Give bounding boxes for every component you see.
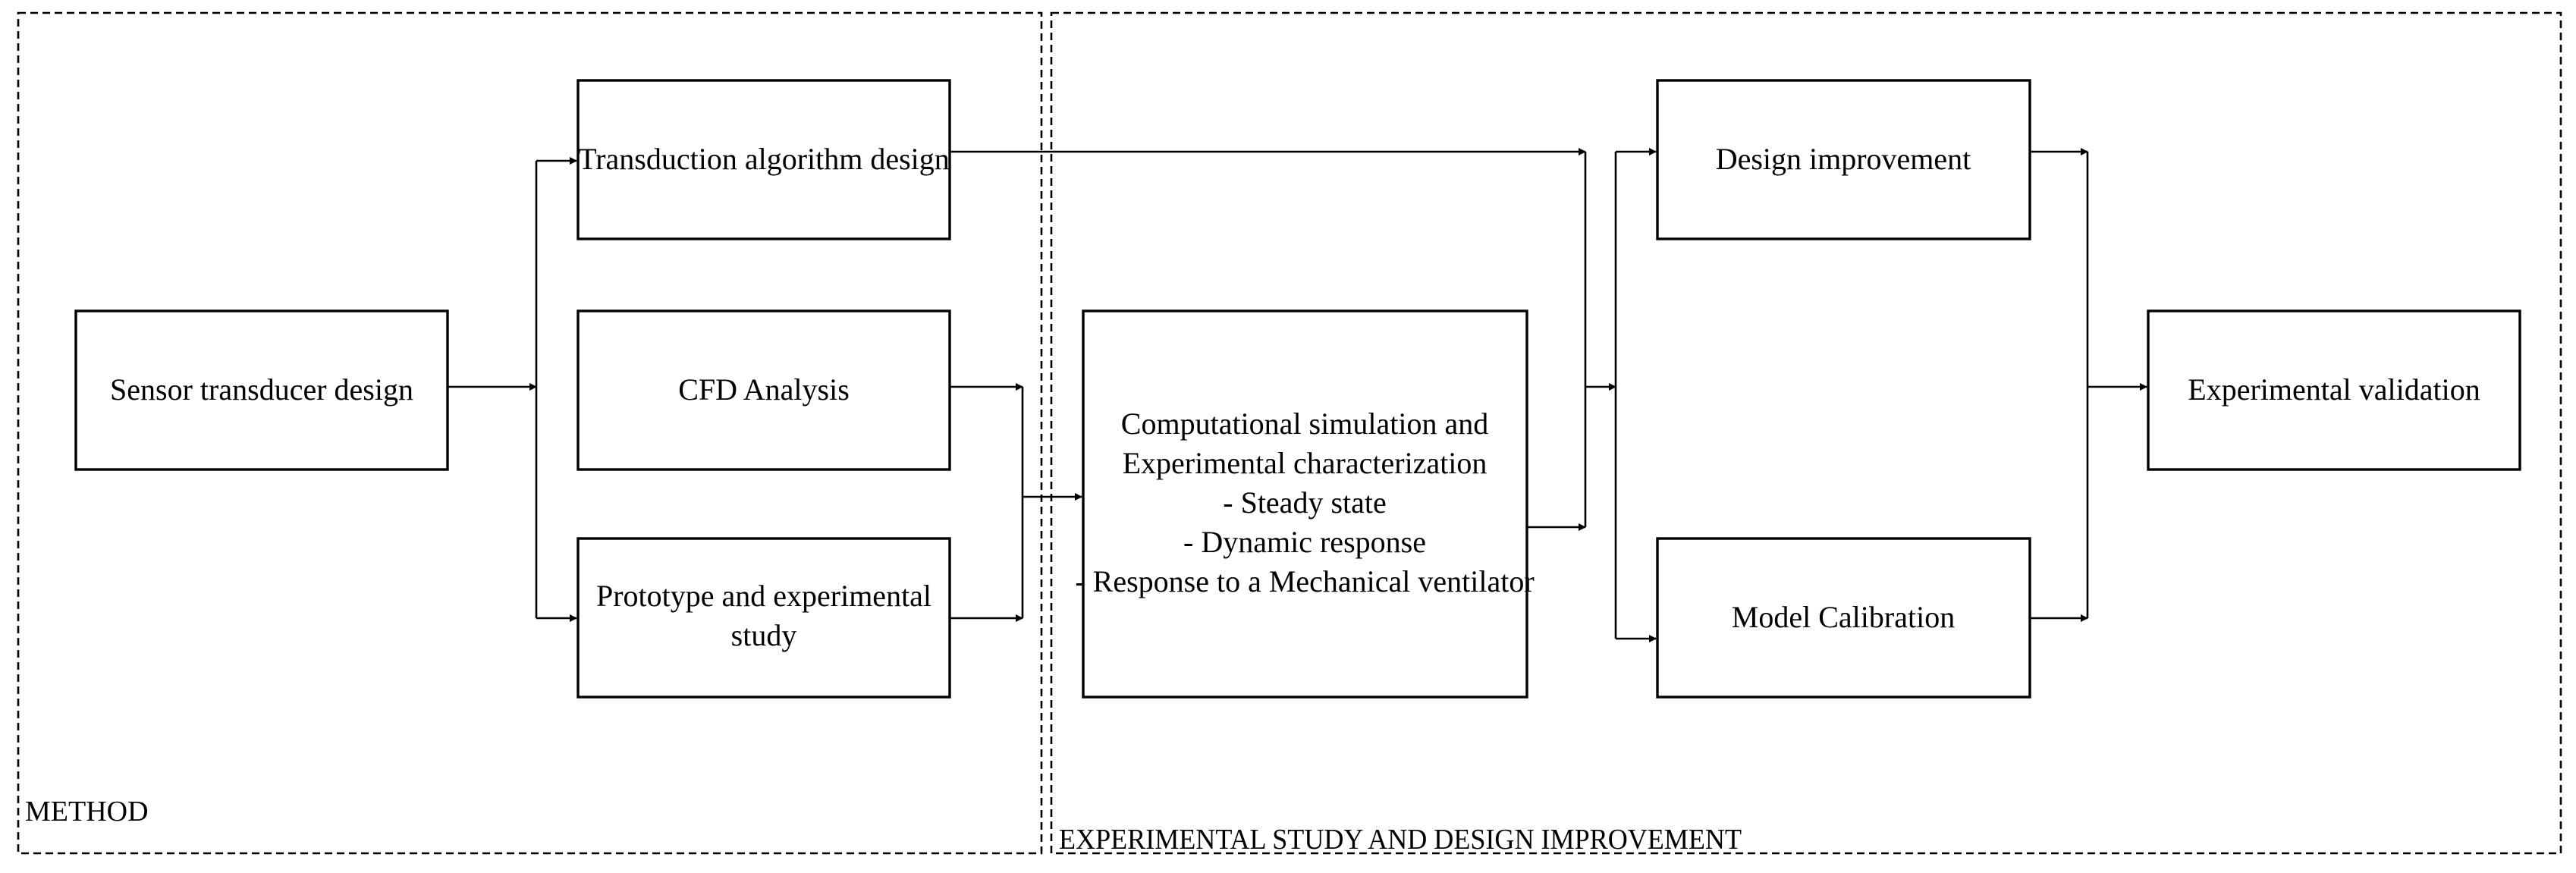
node-label-line: - Dynamic response (1183, 525, 1426, 559)
experimental-region (1050, 11, 2562, 855)
node-box (1656, 79, 2031, 240)
node-label: Model Calibration (1732, 600, 1955, 634)
node-label-line: Experimental characterization (1123, 446, 1487, 480)
node-label-line: - Response to a Mechanical ventilator (1075, 564, 1534, 598)
node-label-line: Computational simulation and (1121, 407, 1488, 441)
method-region-label: METHOD (25, 796, 149, 827)
node-label-line: - Steady state (1223, 485, 1387, 520)
node-box (576, 309, 951, 471)
connectors (448, 148, 2147, 642)
node-label: Sensor transducer design (110, 372, 413, 407)
node-label-line: Model Calibration (1732, 600, 1955, 634)
node-label-line: Prototype and experimental (596, 579, 931, 613)
node-model-calibration: Model Calibration (1656, 537, 2031, 699)
node-label-line: Sensor transducer design (110, 372, 413, 407)
node-transduction-algorithm-design: Transduction algorithm design (576, 79, 951, 240)
node-prototype-and-experimental-study: Prototype and experimental study (576, 537, 951, 699)
node-sensor-transducer-design: Sensor transducer design (74, 309, 449, 471)
node-box (2147, 309, 2521, 471)
node-label: Transduction algorithm design (578, 142, 950, 176)
node-box (576, 79, 951, 240)
experimental-region-label: EXPERIMENTAL STUDY AND DESIGN IMPROVEMEN… (1059, 824, 1742, 856)
node-label-line: Experimental validation (2188, 372, 2480, 407)
node-cfd-analysis: CFD Analysis (576, 309, 951, 471)
node-design-improvement: Design improvement (1656, 79, 2031, 240)
node-label-line: Design improvement (1716, 142, 1971, 176)
node-label-line: CFD Analysis (678, 372, 850, 407)
node-experimental-validation: Experimental validation (2147, 309, 2521, 471)
node-label-line: study (731, 618, 797, 652)
node-label: Design improvement (1716, 142, 1971, 176)
node-label: Prototype and experimental study (596, 579, 931, 652)
node-box (576, 537, 951, 699)
method-region (17, 11, 1043, 855)
node-box (1082, 309, 1528, 699)
node-label: Experimental validation (2188, 372, 2480, 407)
node-box (74, 309, 449, 471)
node-label-line: Transduction algorithm design (578, 142, 950, 176)
node-label: CFD Analysis (678, 372, 850, 407)
node-box (1656, 537, 2031, 699)
